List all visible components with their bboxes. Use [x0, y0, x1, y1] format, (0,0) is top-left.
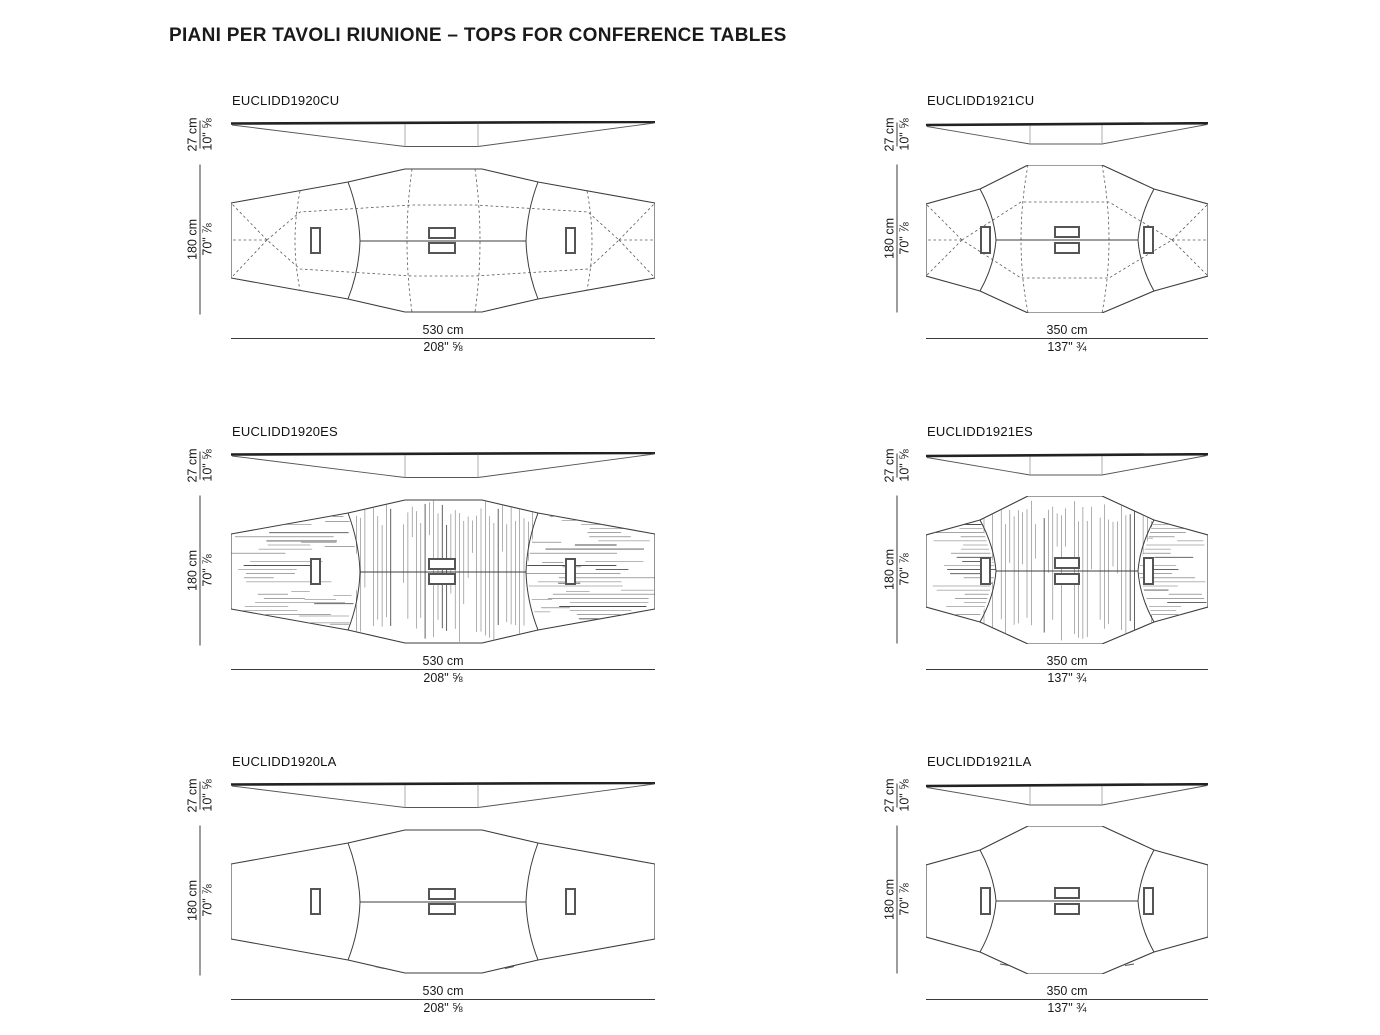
height-inch-label: 10" ⅝ [200, 779, 215, 812]
width-cm-label: 350 cm [1046, 323, 1088, 337]
top-view-drawing [926, 826, 1208, 974]
width-inch-label: 208" ⅝ [423, 340, 463, 354]
product-code-label: EUCLIDD1921ES [927, 424, 1033, 439]
width-dimension: 350 cm 137" ¾ [926, 653, 1208, 686]
depth-dimension: 180 cm 70" ⅞ [185, 495, 215, 646]
product-diagram-euclidd1920la: EUCLIDD1920LA 27 cm 10" ⅝ 180 cm 70" ⅞ 5… [186, 754, 655, 1023]
depth-inch-label: 70" ⅞ [200, 884, 215, 917]
page-title: PIANI PER TAVOLI RIUNIONE – TOPS FOR CON… [169, 24, 787, 46]
product-code-label: EUCLIDD1921CU [927, 93, 1035, 108]
height-cm-label: 27 cm [185, 448, 200, 483]
depth-cm-label: 180 cm [882, 218, 897, 259]
depth-cm-label: 180 cm [882, 879, 897, 920]
width-inch-label: 137" ¾ [1047, 340, 1087, 354]
depth-cm-label: 180 cm [185, 219, 200, 260]
width-inch-label: 137" ¾ [1047, 671, 1087, 685]
depth-cm-label: 180 cm [185, 550, 200, 591]
height-inch-label: 10" ⅝ [897, 118, 912, 151]
width-dimension: 530 cm 208" ⅝ [231, 983, 655, 1016]
depth-inch-label: 70" ⅞ [897, 883, 912, 916]
depth-dimension: 180 cm 70" ⅞ [185, 164, 215, 315]
height-cm-label: 27 cm [185, 778, 200, 813]
height-cm-label: 27 cm [185, 117, 200, 152]
height-inch-label: 10" ⅝ [897, 449, 912, 482]
height-dimension: 27 cm 10" ⅝ [186, 448, 215, 482]
width-dimension-line [926, 999, 1208, 1000]
product-code-label: EUCLIDD1921LA [927, 754, 1032, 769]
depth-dimension: 180 cm 70" ⅞ [882, 495, 912, 644]
width-cm-label: 530 cm [422, 984, 464, 998]
product-diagram-euclidd1921es: EUCLIDD1921ES 27 cm 10" ⅝ 180 cm 70" ⅞ 3… [883, 424, 1208, 693]
depth-inch-label: 70" ⅞ [200, 554, 215, 587]
height-dimension: 27 cm 10" ⅝ [186, 778, 215, 812]
width-dimension-line [926, 669, 1208, 670]
product-code-label: EUCLIDD1920LA [232, 754, 337, 769]
width-dimension: 530 cm 208" ⅝ [231, 653, 655, 686]
side-view-drawing [231, 782, 655, 808]
height-dimension: 27 cm 10" ⅝ [186, 117, 215, 151]
depth-dimension: 180 cm 70" ⅞ [185, 825, 215, 976]
width-inch-label: 137" ¾ [1047, 1001, 1087, 1015]
side-view-drawing [231, 121, 655, 147]
depth-cm-label: 180 cm [882, 549, 897, 590]
top-view-drawing [231, 499, 655, 644]
width-dimension: 350 cm 137" ¾ [926, 322, 1208, 355]
top-view-drawing [231, 168, 655, 313]
product-code-label: EUCLIDD1920CU [232, 93, 340, 108]
side-view-drawing [926, 122, 1208, 145]
height-dimension: 27 cm 10" ⅝ [883, 778, 912, 812]
height-inch-label: 10" ⅝ [200, 118, 215, 151]
height-inch-label: 10" ⅝ [200, 449, 215, 482]
width-inch-label: 208" ⅝ [423, 1001, 463, 1015]
width-dimension-line [231, 999, 655, 1000]
width-inch-label: 208" ⅝ [423, 671, 463, 685]
top-view-drawing [926, 165, 1208, 313]
depth-inch-label: 70" ⅞ [897, 553, 912, 586]
side-view-drawing [926, 783, 1208, 806]
depth-dimension: 180 cm 70" ⅞ [882, 825, 912, 974]
width-cm-label: 350 cm [1046, 984, 1088, 998]
width-cm-label: 530 cm [422, 323, 464, 337]
depth-cm-label: 180 cm [185, 880, 200, 921]
width-dimension-line [231, 669, 655, 670]
height-dimension: 27 cm 10" ⅝ [883, 448, 912, 482]
height-cm-label: 27 cm [882, 778, 897, 813]
product-diagram-euclidd1921cu: EUCLIDD1921CU 27 cm 10" ⅝ 180 cm 70" ⅞ 3… [883, 93, 1208, 362]
depth-inch-label: 70" ⅞ [200, 223, 215, 256]
height-cm-label: 27 cm [882, 117, 897, 152]
height-inch-label: 10" ⅝ [897, 779, 912, 812]
product-diagram-euclidd1921la: EUCLIDD1921LA 27 cm 10" ⅝ 180 cm 70" ⅞ 3… [883, 754, 1208, 1023]
product-diagram-euclidd1920es: EUCLIDD1920ES 27 cm 10" ⅝ 180 cm 70" ⅞ 5… [186, 424, 655, 693]
depth-inch-label: 70" ⅞ [897, 222, 912, 255]
top-view-drawing [231, 829, 655, 974]
width-dimension: 530 cm 208" ⅝ [231, 322, 655, 355]
width-dimension-line [231, 338, 655, 339]
top-view-drawing [926, 496, 1208, 644]
width-cm-label: 350 cm [1046, 654, 1088, 668]
depth-dimension: 180 cm 70" ⅞ [882, 164, 912, 313]
width-dimension: 350 cm 137" ¾ [926, 983, 1208, 1016]
width-cm-label: 530 cm [422, 654, 464, 668]
product-code-label: EUCLIDD1920ES [232, 424, 338, 439]
height-cm-label: 27 cm [882, 448, 897, 483]
side-view-drawing [231, 452, 655, 478]
width-dimension-line [926, 338, 1208, 339]
height-dimension: 27 cm 10" ⅝ [883, 117, 912, 151]
side-view-drawing [926, 453, 1208, 476]
product-diagram-euclidd1920cu: EUCLIDD1920CU 27 cm 10" ⅝ 180 cm 70" ⅞ 5… [186, 93, 655, 362]
